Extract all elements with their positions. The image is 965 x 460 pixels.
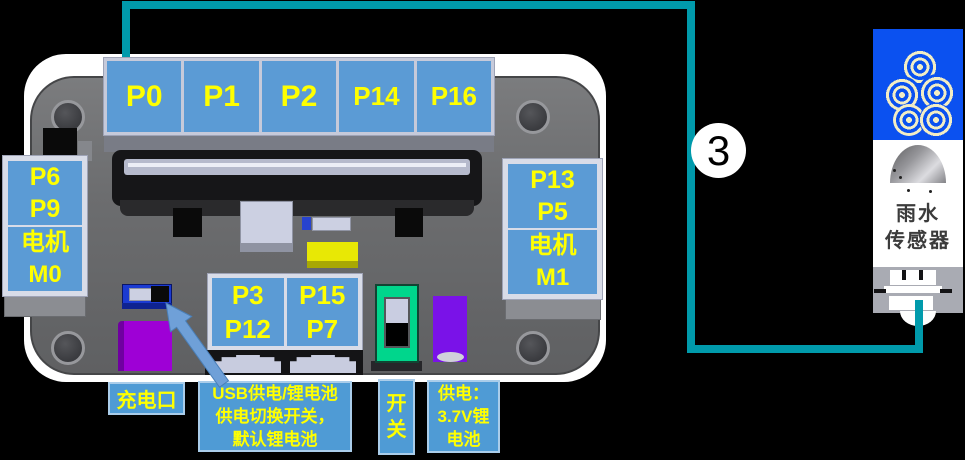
connector-slot: [919, 270, 923, 280]
pin-label-p16: P16: [416, 61, 492, 132]
usb-switch-text-line1: USB供电/锂电池: [212, 384, 338, 403]
label-p5: P5: [537, 198, 568, 226]
left-panel-motor: 电机 M0: [8, 227, 82, 291]
connector-pin-right: [940, 289, 952, 293]
sensor-name: 雨水 传感器: [873, 201, 963, 255]
label-p9: P9: [29, 195, 61, 223]
step-number-badge: 3: [691, 123, 746, 178]
power-switch-text-line1: 开: [386, 393, 407, 415]
label-m1: M1: [535, 264, 570, 291]
probe-speck: [893, 169, 896, 172]
label-m0: M0: [28, 261, 62, 288]
power-switch-text-line2: 关: [386, 419, 407, 441]
jst-socket-left: [215, 355, 281, 373]
connector-pin-left: [874, 289, 886, 293]
screw-hole-bottom-left: [51, 331, 85, 365]
power-supply-label: 供电： 3.7V锂 电池: [427, 380, 500, 453]
ic-chip-right: [395, 208, 423, 237]
silver-box-base: [240, 243, 293, 252]
top-pin-header: P0 P1 P2 P14 P16: [103, 57, 495, 136]
label-motor-left: 电机: [21, 229, 69, 256]
label-p15: P15: [299, 280, 346, 310]
probe-speck: [929, 190, 932, 193]
sensor-connector-icon: [890, 270, 936, 285]
sensor-dome: [900, 311, 936, 326]
regulator-chip: [43, 128, 77, 157]
ic-chip-left: [173, 208, 202, 237]
right-panel-pins: P13 P5: [508, 164, 597, 228]
power-source-switch-slider: [129, 288, 152, 301]
label-p3: P3: [231, 280, 264, 310]
edge-connector-line: [128, 163, 466, 167]
power-supply-text-line1: 供电：: [438, 384, 489, 403]
pin-label-p2: P2: [261, 61, 337, 132]
component-yellow: [307, 242, 358, 263]
pin-label-p0: P0: [107, 61, 182, 132]
probe-speck: [907, 189, 910, 192]
component-yellow-base: [307, 261, 358, 268]
screw-hole-bottom-right: [516, 331, 550, 365]
charging-port-text: 充电口: [116, 390, 177, 412]
connector-base: [889, 296, 933, 310]
right-pin-panel: P13 P5 电机 M1: [502, 158, 603, 300]
jst-socket-right: [290, 355, 356, 373]
power-supply-text-line2: 3.7V锂: [437, 407, 490, 426]
rain-sensor-module: 雨水 传感器: [873, 29, 963, 326]
label-p12: P12: [224, 314, 271, 344]
left-pin-panel: P6 P9 电机 M0: [2, 155, 88, 297]
right-panel-motor: 电机 M1: [508, 230, 597, 294]
center-pin-panel: P3 P12 P15 P7: [207, 273, 363, 351]
component-blue-bit: [302, 217, 311, 230]
power-source-switch-base: [122, 303, 172, 309]
usb-switch-label: USB供电/锂电池 供电切换开关， 默认锂电池: [198, 381, 352, 452]
water-ripple-icon: [919, 103, 953, 137]
sensor-name-line2: 传感器: [885, 230, 951, 252]
main-switch-base: [371, 361, 422, 371]
sensor-name-line1: 雨水: [896, 203, 940, 225]
power-supply-text-line3: 电池: [446, 430, 481, 449]
connector-slot: [902, 270, 906, 280]
label-p7: P7: [306, 314, 339, 344]
power-source-switch-cavity: [151, 286, 169, 302]
screw-hole-top-right: [516, 100, 550, 134]
component-small-silver: [312, 217, 351, 231]
connector-bar: [884, 286, 942, 293]
pin-label-p14: P14: [339, 61, 414, 132]
usb-charging-port: [118, 321, 172, 371]
main-power-switch-slider: [384, 297, 410, 348]
power-switch-label: 开 关: [378, 379, 415, 455]
center-panel-right: P15 P7: [286, 278, 358, 346]
usb-switch-text-line2: 供电切换开关，: [215, 407, 335, 426]
pin-label-p1: P1: [184, 61, 259, 132]
left-panel-pins: P6 P9: [8, 161, 82, 225]
step-number-text: 3: [706, 126, 731, 174]
probe-speck: [899, 176, 902, 179]
label-p6: P6: [29, 163, 61, 191]
edge-connector-strip: [124, 159, 470, 175]
component-silver-box: [240, 201, 293, 245]
label-motor-right: 电机: [528, 232, 577, 259]
usb-switch-text-line3: 默认锂电池: [232, 430, 318, 449]
battery-cylinder-cap: [437, 352, 464, 362]
center-panel-left: P3 P12: [212, 278, 284, 346]
charging-port-label: 充电口: [108, 382, 185, 415]
label-p13: P13: [530, 166, 575, 194]
